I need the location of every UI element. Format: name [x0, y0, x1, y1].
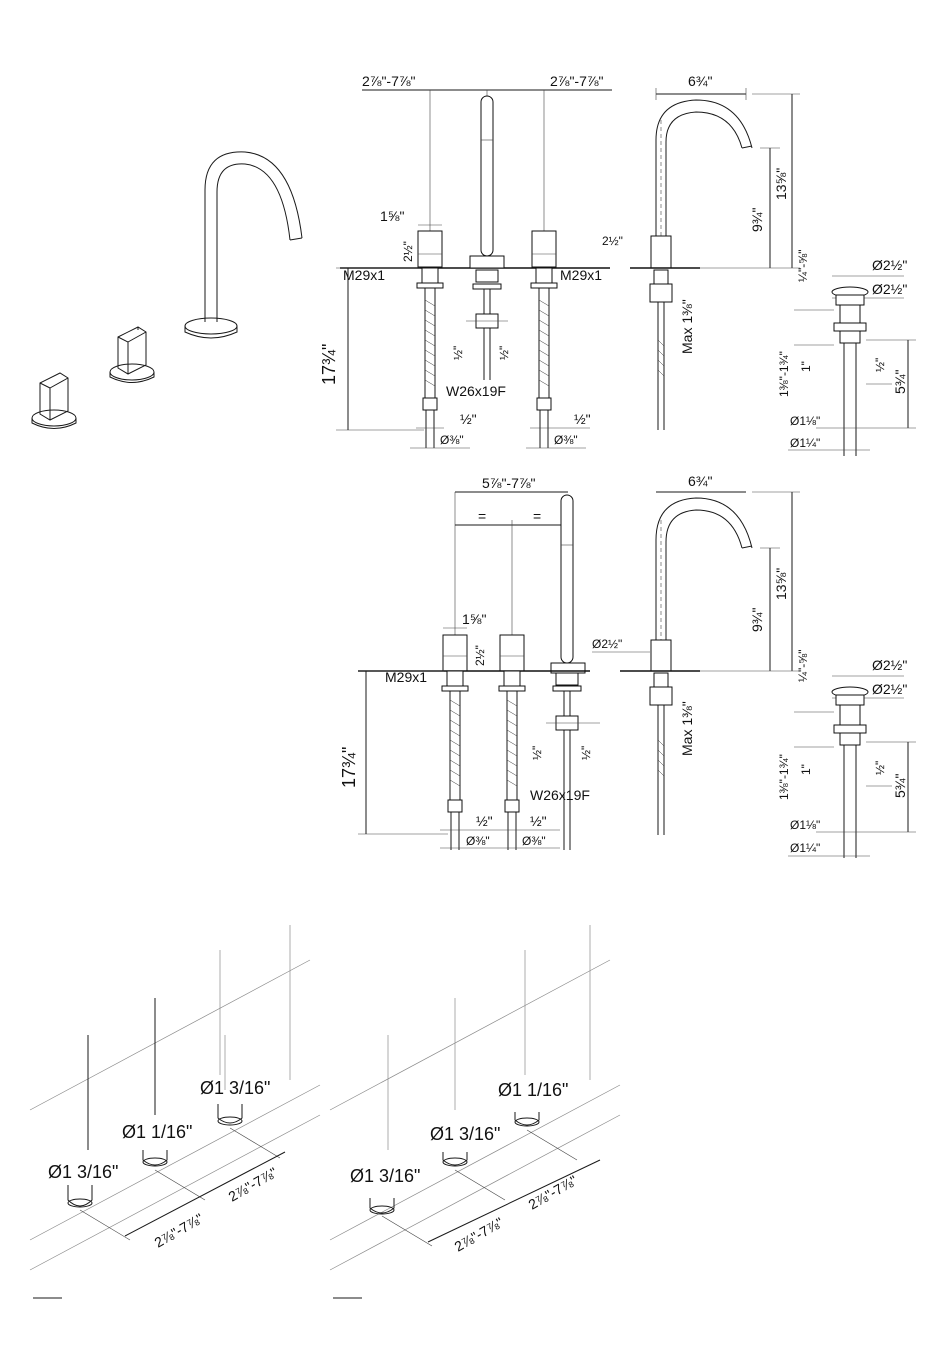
- dia-right-b: Ø⅜": [522, 834, 546, 848]
- installation-diagram-left: [29, 925, 321, 1271]
- thread-b: M29x1: [385, 669, 427, 685]
- spout-max-b: Max 1⅜": [679, 701, 695, 756]
- hose-left-top: [422, 288, 438, 448]
- outlet-left: ½": [460, 411, 477, 427]
- spout-base-dia-b: Ø2½": [592, 637, 622, 651]
- hole-right-1: Ø1 3/16": [350, 1166, 420, 1186]
- spacing-left-1: 2⅞"-7⅞": [152, 1210, 206, 1251]
- outlet-left-b: ½": [476, 813, 493, 829]
- drain-dia-big-b: Ø1¼": [790, 841, 820, 855]
- drain-dia-1-b: Ø2½": [872, 657, 907, 673]
- hose-right-bottom: [504, 691, 520, 850]
- dim-half-2-b: ½": [579, 746, 593, 760]
- spacing-left-2: 2⅞"-7⅞": [226, 1164, 280, 1205]
- spout-base-height: 2½": [602, 234, 623, 248]
- spout-total-height-b: 13⅝": [773, 568, 789, 600]
- drain-half-b: ½": [873, 761, 887, 775]
- drain-dia-2: Ø2½": [872, 281, 907, 297]
- dim-half-1-b: ½": [530, 746, 544, 760]
- dim-handle-width: 1⅝": [380, 208, 404, 224]
- drain-1in-b: 1": [799, 764, 813, 775]
- top-front-view: [336, 89, 612, 449]
- drain-dia-small: Ø1⅛": [790, 414, 820, 428]
- spout-thread: W26x19F: [446, 383, 506, 399]
- drain-dia-small-b: Ø1⅛": [790, 818, 820, 832]
- dim-half-2: ½": [497, 346, 511, 360]
- spacing-right-2: 2⅞"-7⅞": [526, 1172, 580, 1213]
- installation-diagram-right: [329, 925, 621, 1271]
- drain-dia-1: Ø2½": [872, 257, 907, 273]
- dim-handle-width-b: 1⅝": [462, 611, 486, 627]
- dim-handle-height-b: 2½": [473, 645, 487, 666]
- handle-sketch-right: [109, 326, 155, 383]
- drain-len-b: 5¾": [892, 774, 908, 798]
- faucet-isometric-sketch: [31, 151, 303, 429]
- dia-left: Ø⅜": [440, 433, 464, 447]
- drain-range-b: ¼"-⅝": [796, 649, 810, 682]
- hose-left-bottom: [447, 691, 463, 850]
- dim-half-1: ½": [451, 346, 465, 360]
- dim-eq-right: =: [533, 508, 541, 524]
- drain-dia-big: Ø1¼": [790, 436, 820, 450]
- spout-reach-b: 6¾": [688, 473, 712, 489]
- dia-right: Ø⅜": [554, 433, 578, 447]
- bottom-drain-view: [788, 675, 916, 858]
- drain-len: 5¾": [892, 370, 908, 394]
- drain-dia-2-b: Ø2½": [872, 681, 907, 697]
- outlet-right-b: ½": [530, 813, 547, 829]
- top-drain-view: [788, 275, 916, 456]
- handle-sketch-left: [31, 372, 77, 429]
- drain-1in: 1": [799, 361, 813, 372]
- hole-left-1: Ø1 3/16": [48, 1162, 118, 1182]
- drain-body: 1⅜"-1¾": [777, 351, 791, 397]
- dim-spacing-left: 2⅞"-7⅞": [362, 73, 416, 89]
- spout-total-height: 13⅝": [773, 168, 789, 200]
- hole-left-2: Ø1 1/16": [122, 1122, 192, 1142]
- spout-max: Max 1⅜": [679, 299, 695, 354]
- top-spout-side-view: [630, 88, 800, 430]
- dim-handle-height: 2½": [401, 241, 415, 262]
- drain-body-b: 1⅜"-1¾": [777, 754, 791, 800]
- dim-hose-length-b: 17¾": [339, 747, 359, 788]
- outlet-right: ½": [574, 411, 591, 427]
- thread-left: M29x1: [343, 267, 385, 283]
- drain-range: ¼"-⅝": [796, 249, 810, 282]
- spout-thread-b: W26x19F: [530, 787, 590, 803]
- hole-right-2: Ø1 3/16": [430, 1124, 500, 1144]
- bottom-spout-side-view: [592, 491, 800, 835]
- dia-left-b: Ø⅜": [466, 834, 490, 848]
- dim-spacing-right: 2⅞"-7⅞": [550, 73, 604, 89]
- spacing-right-1: 2⅞"-7⅞": [452, 1214, 506, 1255]
- dim-hose-length: 17¾": [319, 344, 339, 385]
- spout-reach: 6¾": [688, 73, 712, 89]
- spout-height: 9¾": [749, 208, 765, 232]
- bottom-front-view: [358, 491, 600, 850]
- thread-right: M29x1: [560, 267, 602, 283]
- hole-right-3: Ø1 1/16": [498, 1080, 568, 1100]
- hose-right-top: [536, 288, 552, 448]
- hole-left-3: Ø1 3/16": [200, 1078, 270, 1098]
- dim-eq-left: =: [478, 508, 486, 524]
- drain-half: ½": [873, 358, 887, 372]
- dim-spacing: 5⅞"-7⅞": [482, 475, 536, 491]
- spout-height-b: 9¾": [749, 608, 765, 632]
